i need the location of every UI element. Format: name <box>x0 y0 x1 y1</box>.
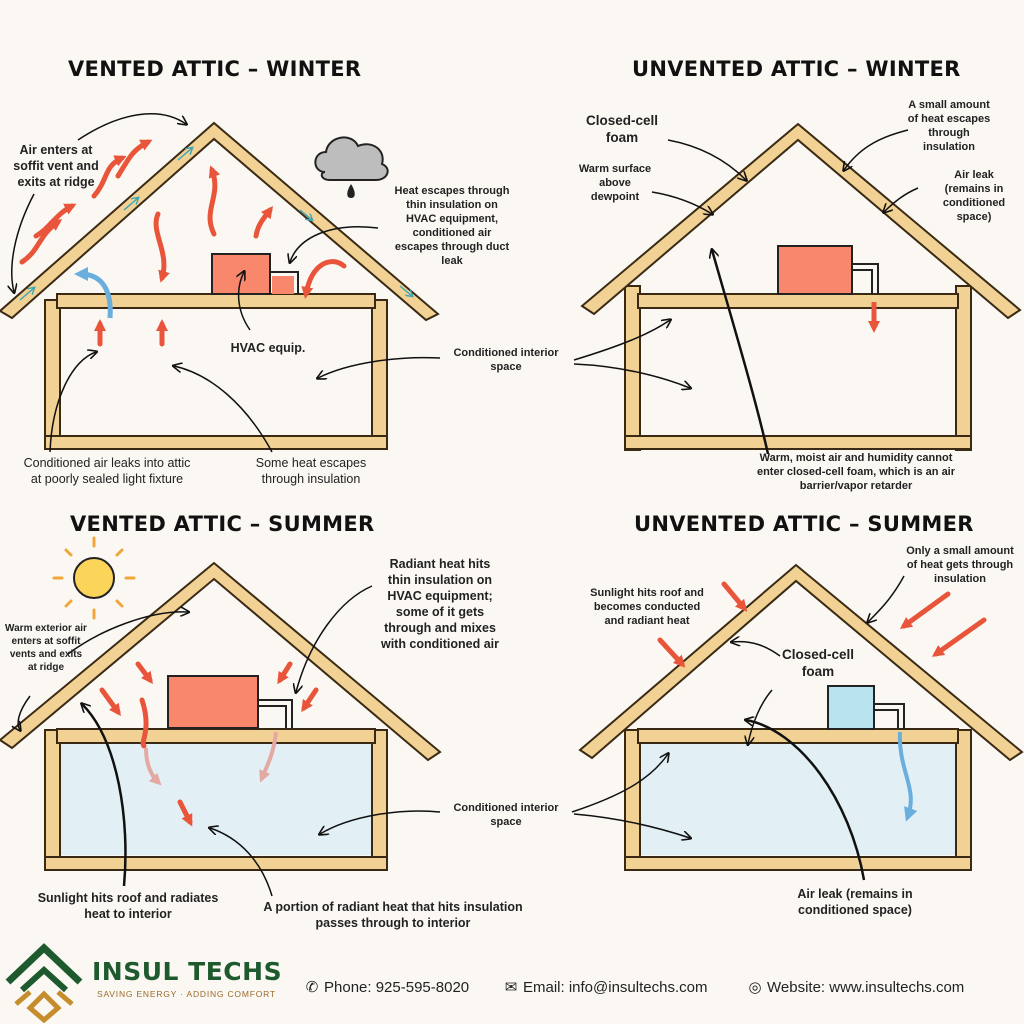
hvac-unit-unvented-summer <box>827 685 905 730</box>
footer-website: ◎ Website: www.insultechs.com <box>747 978 964 996</box>
label-small-amount-escapes: A small amount of heat escapes through i… <box>907 99 991 153</box>
label-warm-surface: Warm surface above dewpoint <box>578 163 652 203</box>
house-vented-winter <box>0 121 440 450</box>
label-warm-exterior-air: Warm exterior air enters at soffit vents… <box>5 623 87 673</box>
light-fixture-leak-arrow <box>74 267 113 319</box>
email-icon: ✉ <box>504 979 518 996</box>
label-some-heat-escapes: Some heat escapes through insulation <box>255 456 367 486</box>
hvac-unit-vented-winter <box>211 253 299 295</box>
label-light-fixture-leak: Conditioned air leaks into attic at poor… <box>23 456 191 486</box>
callout-lines-unvented-summer <box>571 575 905 881</box>
brand-tagline: SAVING ENERGY · ADDING COMFORT <box>97 989 276 999</box>
footer-phone: ✆ Phone: 925-595-8020 <box>304 978 469 996</box>
label-air-leak-winter: Air leak (remains in conditioned space) <box>942 169 1006 223</box>
vent-flow-arrows <box>19 148 412 301</box>
label-air-leak-summer: Air leak (remains in conditioned space) <box>797 887 913 917</box>
heat-arrows-winter <box>19 139 347 347</box>
phone-text: Phone: 925-595-8020 <box>324 979 470 996</box>
label-sunlight-conducted: Sunlight hits roof and becomes conducted… <box>590 587 704 627</box>
label-only-small-amount: Only a small amount of heat gets through… <box>906 545 1014 585</box>
brand-name: INSUL TECHS <box>92 957 283 986</box>
house-unvented-winter <box>580 122 1022 451</box>
title-vented-summer: VENTED ATTIC – SUMMER <box>70 512 375 536</box>
callout-lines-unvented-winter <box>573 129 919 455</box>
house-vented-summer <box>0 561 442 871</box>
label-hvac-equip: HVAC equip. <box>230 341 306 355</box>
label-radiant-heat: Radiant heat hits thin insulation on HVA… <box>380 557 500 651</box>
label-moist-air: Warm, moist air and humidity cannot ente… <box>756 452 956 492</box>
sun-icon <box>52 536 136 620</box>
phone-icon: ✆ <box>305 979 319 996</box>
insul-techs-logo-icon <box>5 943 83 1024</box>
hvac-unit-unvented-winter <box>777 245 879 295</box>
title-unvented-winter: UNVENTED ATTIC – WINTER <box>632 57 961 81</box>
label-portion-radiant: A portion of radiant heat that hits insu… <box>263 900 523 930</box>
callout-lines-vented-winter <box>12 113 441 453</box>
website-text: Website: www.insultechs.com <box>767 979 965 996</box>
hvac-unit-vented-summer <box>167 675 293 729</box>
storm-cloud-icon <box>314 136 389 198</box>
email-text: Email: info@insultechs.com <box>523 979 708 996</box>
label-closed-cell-winter: Closed-cell foam <box>585 113 659 145</box>
label-closed-cell-summer: Closed-cell foam <box>781 647 855 679</box>
mixed-heat-arrows <box>144 731 278 786</box>
label-conditioned-summer: Conditioned interior space <box>453 802 559 828</box>
title-vented-winter: VENTED ATTIC – WINTER <box>68 57 362 81</box>
label-sunlight-radiates: Sunlight hits roof and radiates heat to … <box>37 891 219 921</box>
cool-duct-leak-arrow <box>897 731 918 822</box>
callout-lines-vented-summer <box>18 585 441 897</box>
sun-heat-arrows-unvented <box>657 581 987 668</box>
footer-email: ✉ Email: info@insultechs.com <box>503 978 708 996</box>
label-conditioned-winter: Conditioned interior space <box>453 347 559 373</box>
label-heat-escapes-hvac: Heat escapes through thin insulation on … <box>394 185 510 267</box>
radiant-arrows-summer <box>99 661 319 827</box>
title-unvented-summer: UNVENTED ATTIC – SUMMER <box>634 512 974 536</box>
label-air-enters: Air enters at soffit vent and exits at r… <box>13 143 99 189</box>
globe-icon: ◎ <box>748 979 762 996</box>
